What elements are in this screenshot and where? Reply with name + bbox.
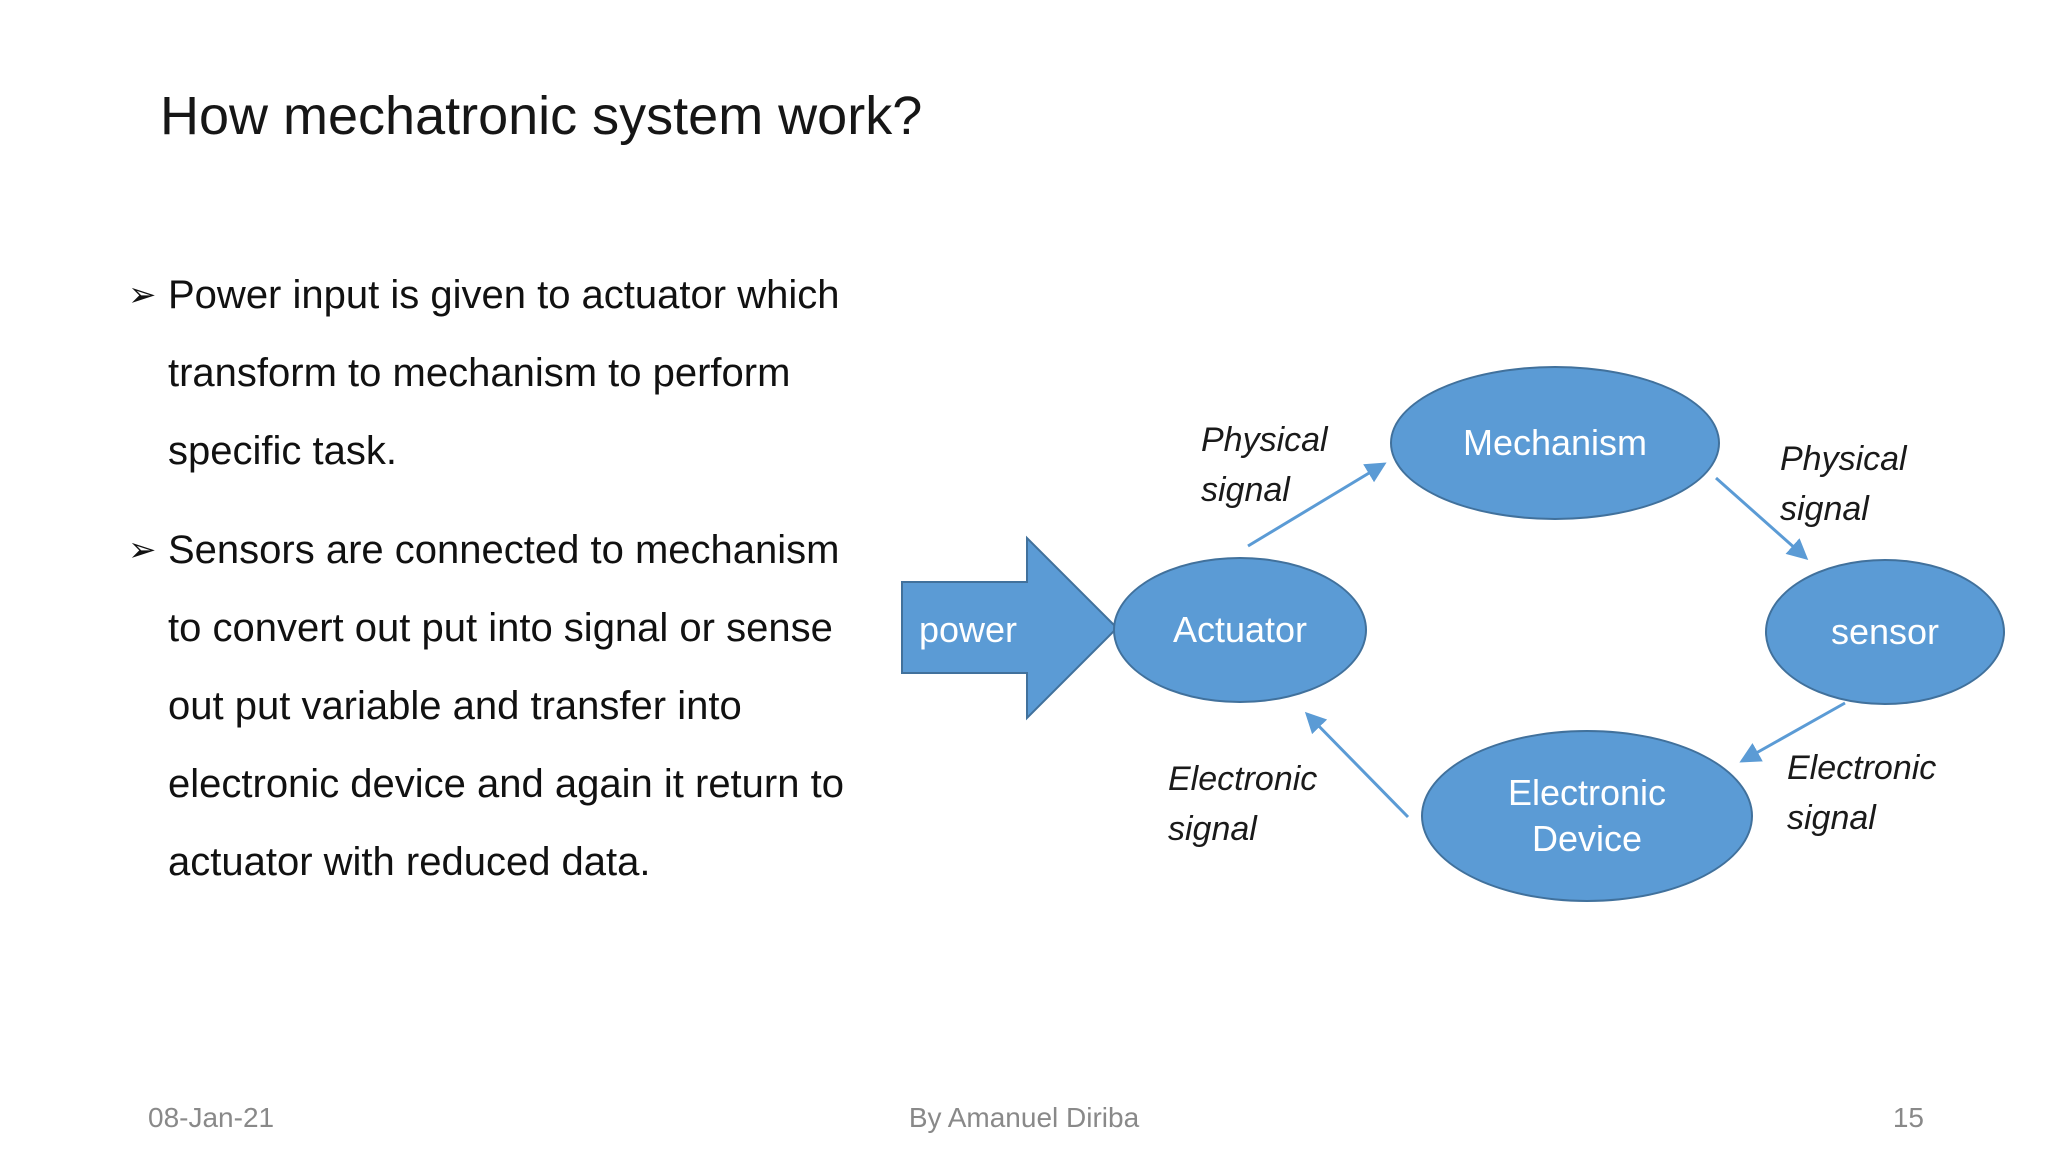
edge-label-line: signal [1787,799,1876,837]
connector-electronic-device-to-actuator [1304,711,1410,819]
edge-label-line: Physical [1780,440,1907,478]
slide-footer: 08-Jan-21 By Amanuel Diriba 15 [0,1100,2048,1136]
node-sensor-label: sensor [1830,611,1940,652]
connector-mechanism-to-sensor [1715,476,1809,560]
edge-label-line: Physical [1201,421,1328,459]
footer-page-number: 15 [1892,1102,1924,1133]
bullet-text-line: out put variable and transfer into [168,684,742,728]
node-actuator-label: Actuator [1172,609,1308,650]
connector-sensor-to-electronic-device [1739,701,1846,763]
edge-label-line: Electronic [1168,760,1318,798]
footer-date: 08-Jan-21 [148,1102,275,1133]
edge-label-physical-signal-left: Physical signal [1201,415,1328,515]
bullet-text-line: specific task. [168,429,397,473]
edge-label-electronic-signal-left: Electronic signal [1168,754,1317,854]
edge-label-physical-signal-right: Physical signal [1780,434,1907,534]
node-actuator: Actuator [1113,557,1367,703]
node-electronic-device-label-line1: Electronic [1507,772,1667,813]
bullet-text-line: electronic device and again it return to [168,762,844,806]
bullet-list: ➢ Power input is given to actuator which… [128,256,928,922]
bullet-item-2: ➢ Sensors are connected to mechanism to … [128,511,928,901]
bullet-text-line: Power input is given to actuator which [168,273,840,317]
power-input-arrow [901,535,1119,721]
node-electronic-device: Electronic Device [1421,730,1753,902]
footer-author: By Amanuel Diriba [908,1102,1140,1133]
bullet-text-line: to convert out put into signal or sense [168,606,833,650]
edge-label-line: signal [1780,490,1869,528]
slide-title: How mechatronic system work? [160,86,923,146]
node-mechanism-label: Mechanism [1462,422,1648,463]
edge-label-line: signal [1201,471,1290,509]
arrowhead-bullet-icon: ➢ [128,531,157,569]
edge-label-electronic-signal-right: Electronic signal [1787,743,1936,843]
edge-label-line: signal [1168,810,1257,848]
power-input-arrow-label: power [919,609,1017,650]
edge-label-line: Electronic [1787,749,1937,787]
bullet-text-line: Sensors are connected to mechanism [168,528,840,572]
bullet-text-line: actuator with reduced data. [168,840,651,884]
node-sensor: sensor [1765,559,2005,705]
node-electronic-device-label-line2: Device [1531,818,1643,859]
connector-actuator-to-mechanism [1247,462,1387,548]
bullet-item-1: ➢ Power input is given to actuator which… [128,256,928,490]
arrowhead-bullet-icon: ➢ [128,276,157,314]
bullet-text-line: transform to mechanism to perform [168,351,791,395]
node-mechanism: Mechanism [1390,366,1720,520]
